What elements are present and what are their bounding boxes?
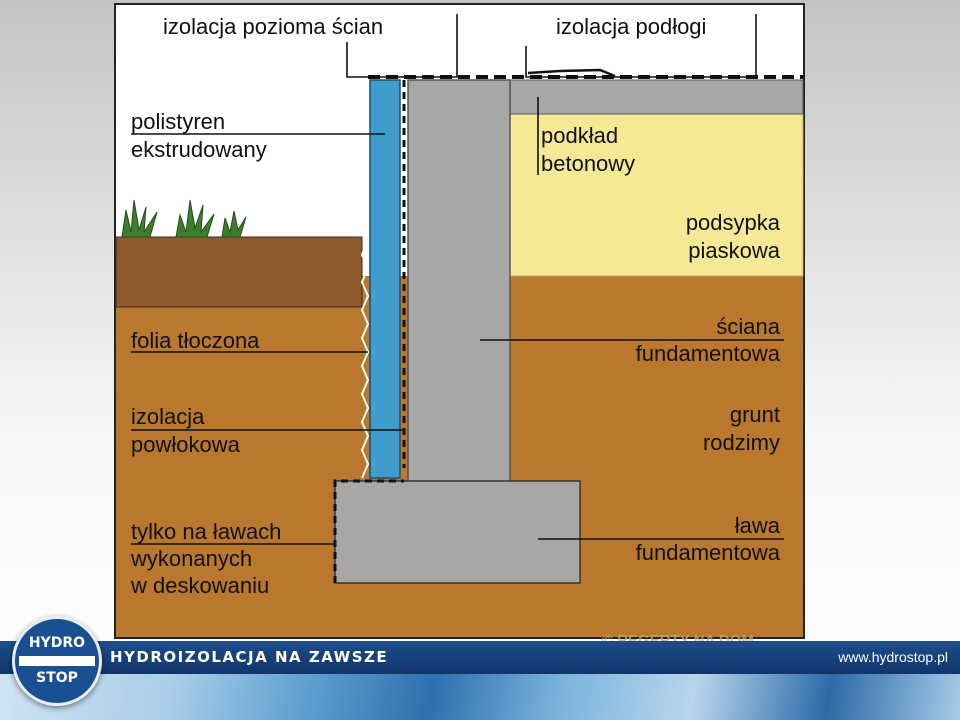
left-soil xyxy=(116,306,366,637)
label-footing-1: ława xyxy=(735,513,781,538)
label-concrete-base-2: betonowy xyxy=(541,151,635,176)
logo-text-bottom: STOP xyxy=(36,670,78,686)
concrete-base xyxy=(509,79,804,115)
label-formwork-1: tylko na ławach xyxy=(131,519,281,544)
label-xps-2: ekstrudowany xyxy=(131,137,267,162)
insulation-step xyxy=(527,68,616,78)
label-formwork-3: w deskowaniu xyxy=(130,573,269,598)
label-concrete-base-1: podkład xyxy=(541,123,618,148)
label-floor-insulation: izolacja podłogi xyxy=(556,14,706,39)
label-dimpled-membrane: folia tłoczona xyxy=(131,328,260,353)
topsoil xyxy=(115,236,363,308)
label-native-soil-1: grunt xyxy=(730,402,780,427)
logo-band xyxy=(19,656,95,666)
footing-coating xyxy=(333,479,404,583)
label-coating-2: powłokowa xyxy=(131,432,241,457)
footer-tagline: HYDROIZOLACJA NA ZAWSZE xyxy=(110,648,389,666)
foundation-wall xyxy=(407,79,511,483)
dimpled-membrane xyxy=(360,199,370,479)
label-foundation-wall-2: fundamentowa xyxy=(636,341,781,366)
logo-text-top: HYDRO xyxy=(28,635,86,651)
label-formwork-2: wykonanych xyxy=(130,546,252,571)
label-footing-2: fundamentowa xyxy=(636,540,781,565)
footing xyxy=(334,480,581,584)
plants-icon xyxy=(121,199,247,238)
label-sand-fill-1: podsypka xyxy=(686,210,781,235)
footer-bar xyxy=(0,641,960,674)
xps-insulation xyxy=(369,79,401,479)
footer-website[interactable]: www.hydrostop.pl xyxy=(838,649,948,665)
label-xps-1: polistyren xyxy=(131,109,225,134)
label-foundation-wall-1: ściana xyxy=(716,314,780,339)
hydrostop-logo: HYDRO STOP xyxy=(12,616,102,706)
label-horizontal-wall-insulation: izolacja pozioma ścian xyxy=(163,14,383,39)
leader-horizontal-wall xyxy=(346,14,458,78)
label-coating-1: izolacja xyxy=(131,404,205,429)
label-native-soil-2: rodzimy xyxy=(703,430,780,455)
sand-fill xyxy=(509,113,804,277)
label-sand-fill-2: piaskowa xyxy=(688,238,780,263)
water-splash-banner xyxy=(0,674,960,720)
leader-floor xyxy=(525,14,757,78)
